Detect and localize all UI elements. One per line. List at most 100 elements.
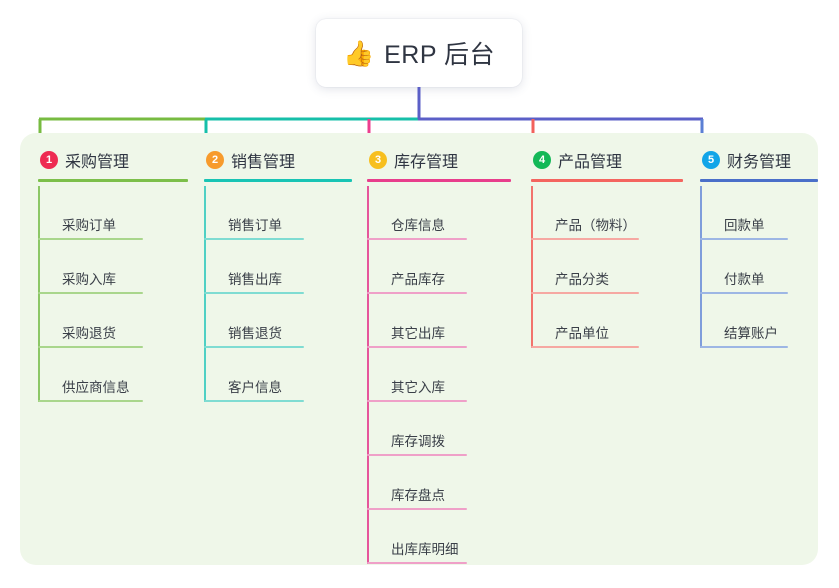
leaf-rule [367,454,467,456]
leaf-label: 库存调拨 [391,434,445,449]
branch-badge-3: 3 [369,151,387,169]
leaf-label: 产品分类 [555,272,609,287]
leaf-rule [700,292,788,294]
branch-header-rule-2 [204,179,352,182]
leaf-label: 结算账户 [724,326,778,341]
leaf-item[interactable]: 采购入库 [38,240,188,294]
leaf-rule [367,292,467,294]
branch-spine-2 [204,186,206,402]
branch-badge-5: 5 [702,151,720,169]
leaf-label: 客户信息 [228,380,282,395]
leaf-rule [204,400,304,402]
leaf-item[interactable]: 仓库信息 [367,186,511,240]
leaf-label: 销售出库 [228,272,282,287]
branch-header-rule-1 [38,179,188,182]
leaf-label: 销售订单 [228,218,282,233]
branch-leaf-list-1: 采购订单采购入库采购退货供应商信息 [38,186,188,402]
leaf-item[interactable]: 库存调拨 [367,402,511,456]
leaf-rule [531,292,639,294]
leaf-item[interactable]: 供应商信息 [38,348,188,402]
leaf-item[interactable]: 产品分类 [531,240,683,294]
branch-column-3: 3 库存管理仓库信息产品库存其它出库其它入库库存调拨库存盘点出库库明细 [367,148,511,564]
leaf-label: 采购入库 [62,272,116,287]
branch-header-2[interactable]: 2 销售管理 [204,148,352,172]
leaf-item[interactable]: 产品单位 [531,294,683,348]
leaf-rule [38,238,143,240]
branch-title-4: 产品管理 [558,154,623,171]
leaf-label: 采购退货 [62,326,116,341]
branch-spine-5 [700,186,702,348]
leaf-label: 供应商信息 [62,380,130,395]
leaf-item[interactable]: 产品库存 [367,240,511,294]
branch-badge-1: 1 [40,151,58,169]
leaf-label: 仓库信息 [391,218,445,233]
branch-column-4: 4 产品管理产品（物料） 产品分类产品单位 [531,148,683,348]
leaf-item[interactable]: 产品（物料） [531,186,683,240]
leaf-label: 其它入库 [391,380,445,395]
branch-badge-2: 2 [206,151,224,169]
thumbs-up-icon: 👍 [342,39,375,68]
root-node[interactable]: 👍 ERP 后台 [316,19,522,87]
leaf-item[interactable]: 库存盘点 [367,456,511,510]
leaf-label: 回款单 [724,218,765,233]
leaf-item[interactable]: 采购退货 [38,294,188,348]
branch-badge-4: 4 [533,151,551,169]
leaf-label: 出库库明细 [391,542,459,557]
leaf-rule [367,508,467,510]
leaf-rule [531,346,639,348]
branch-spine-3 [367,186,369,564]
leaf-rule [38,292,143,294]
leaf-rule [367,346,467,348]
leaf-item[interactable]: 客户信息 [204,348,352,402]
leaf-rule [367,400,467,402]
leaf-rule [204,346,304,348]
branch-leaf-list-4: 产品（物料） 产品分类产品单位 [531,186,683,348]
leaf-label: 销售退货 [228,326,282,341]
leaf-rule [367,238,467,240]
branch-title-2: 销售管理 [231,154,296,171]
branch-header-rule-4 [531,179,683,182]
leaf-item[interactable]: 回款单 [700,186,818,240]
branch-leaf-list-3: 仓库信息产品库存其它出库其它入库库存调拨库存盘点出库库明细 [367,186,511,564]
branch-leaf-list-5: 回款单付款单结算账户 [700,186,818,348]
leaf-item[interactable]: 出库库明细 [367,510,511,564]
leaf-label: 其它出库 [391,326,445,341]
leaf-rule [204,292,304,294]
branch-header-5[interactable]: 5 财务管理 [700,148,818,172]
branch-header-3[interactable]: 3 库存管理 [367,148,511,172]
branch-title-5: 财务管理 [727,154,792,171]
branch-header-1[interactable]: 1 采购管理 [38,148,188,172]
leaf-label: 付款单 [724,272,765,287]
leaf-label: 库存盘点 [391,488,445,503]
leaf-item[interactable]: 其它入库 [367,348,511,402]
leaf-item[interactable]: 结算账户 [700,294,818,348]
leaf-label: 产品（物料） [555,218,636,233]
leaf-item[interactable]: 其它出库 [367,294,511,348]
branch-title-3: 库存管理 [394,154,459,171]
branch-header-rule-3 [367,179,511,182]
branch-title-1: 采购管理 [65,154,130,171]
leaf-rule [204,238,304,240]
leaf-label: 产品库存 [391,272,445,287]
branch-header-rule-5 [700,179,818,182]
branch-spine-1 [38,186,40,402]
leaf-item[interactable]: 销售出库 [204,240,352,294]
leaf-rule [700,346,788,348]
root-title: ERP 后台 [384,41,496,69]
leaf-rule [367,562,467,564]
branch-column-2: 2 销售管理销售订单销售出库销售退货客户信息 [204,148,352,402]
leaf-rule [38,400,143,402]
leaf-label: 采购订单 [62,218,116,233]
branch-column-5: 5 财务管理回款单付款单结算账户 [700,148,818,348]
leaf-rule [38,346,143,348]
leaf-item[interactable]: 销售退货 [204,294,352,348]
leaf-label: 产品单位 [555,326,609,341]
branch-header-4[interactable]: 4 产品管理 [531,148,683,172]
branch-spine-4 [531,186,533,348]
branch-leaf-list-2: 销售订单销售出库销售退货客户信息 [204,186,352,402]
leaf-rule [700,238,788,240]
leaf-item[interactable]: 采购订单 [38,186,188,240]
leaf-item[interactable]: 付款单 [700,240,818,294]
branch-column-1: 1 采购管理采购订单采购入库采购退货供应商信息 [38,148,188,402]
leaf-item[interactable]: 销售订单 [204,186,352,240]
